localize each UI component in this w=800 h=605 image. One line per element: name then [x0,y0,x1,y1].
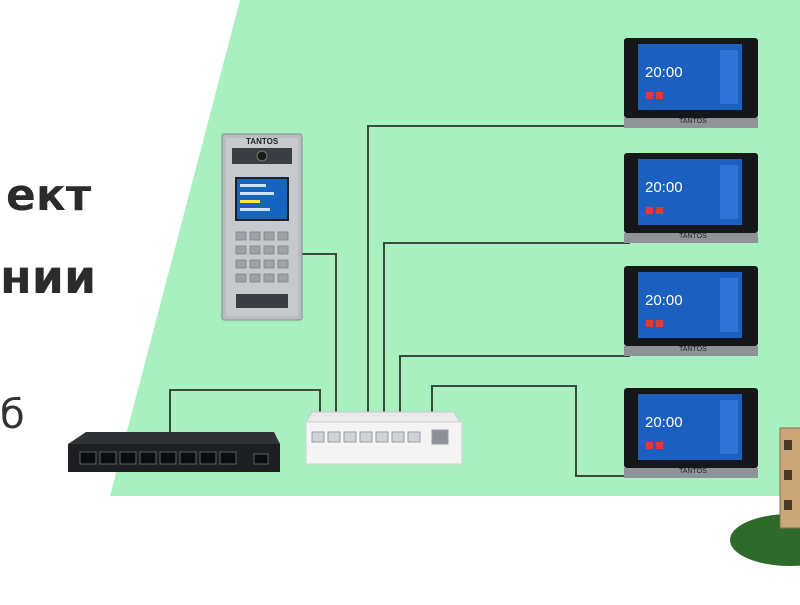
wire-monitor-2 [383,242,630,412]
switch-power-port [253,453,269,465]
switch-ports [79,451,237,465]
monitor-4-brand: TANTOS [679,468,707,475]
headline-line-2: нии [0,250,97,304]
door-panel-brand: TANTOS [246,137,279,146]
wire-monitor-3 [399,355,630,412]
door-panel-camera [256,150,268,162]
monitor-3-brand: TANTOS [679,346,707,353]
wire-monitor-1 [367,125,630,412]
monitor-3-time: 20:00 [645,292,683,309]
wire-monitor-4 [431,385,630,477]
monitor-1-time: 20:00 [645,64,683,81]
monitor-1 [624,38,758,128]
distribution-box [305,411,463,465]
wire-switch [169,389,321,432]
box-ports [311,429,449,445]
door-panel [221,133,303,321]
white-lower-wedge [352,496,800,600]
monitor-2-time: 20:00 [645,179,683,196]
monitor-4 [624,388,758,478]
monitor-2 [624,153,758,243]
door-panel-reader [236,294,288,308]
door-panel-keypad [235,231,289,283]
monitor-3 [624,266,758,356]
network-switch [68,432,280,472]
house-illustration [730,427,800,566]
monitor-4-time: 20:00 [645,414,683,431]
headline-line-1: ект [6,170,92,221]
headline-line-3: б [0,392,25,438]
monitor-2-brand: TANTOS [679,233,707,240]
monitor-1-brand: TANTOS [679,118,707,125]
